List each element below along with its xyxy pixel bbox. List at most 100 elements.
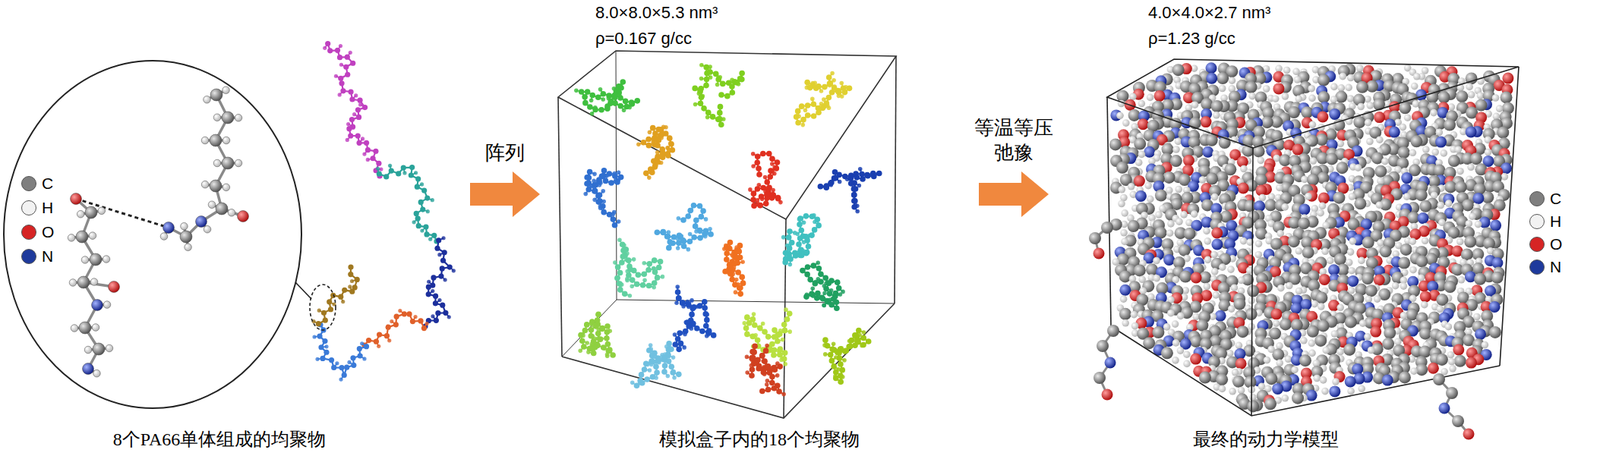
chain-atom [326,299,332,305]
cluster-atom [688,312,695,319]
cluster-atom [760,321,766,327]
cluster-atom [651,350,658,357]
chain-atom [352,112,357,117]
chain-atom [372,148,379,155]
cluster-atom [826,280,833,287]
cluster-atom [589,92,596,99]
cluster-atom [628,293,633,299]
cluster-atom [659,154,666,161]
chain-atom [393,321,399,328]
atom [1404,113,1412,122]
cluster-atom [703,323,710,330]
cluster-atom [737,75,744,83]
cluster-atom [645,136,652,143]
chain-atom [421,325,427,332]
atom [1398,146,1411,159]
cluster-atom [700,105,707,112]
cluster-atom [810,262,817,269]
atom [1146,94,1155,102]
cluster-atom [614,275,621,282]
atom [1388,126,1401,139]
monomer-molecule [67,86,249,378]
cluster-atom [668,141,675,148]
cluster-atom [811,227,818,234]
atom [1272,82,1285,95]
atom [160,233,168,241]
cluster-atom [766,173,774,180]
cluster-atom [804,249,811,256]
cluster-atom [751,164,756,169]
cluster-atom [692,223,699,230]
cluster-atom [662,362,669,370]
atom [1409,149,1417,158]
cluster-atom [652,130,659,137]
cluster-atom [672,332,678,338]
cluster-atom [672,375,677,381]
chain-atom [409,164,415,171]
cluster-atom [586,104,594,111]
cluster-atom [737,242,744,250]
cluster-atom [631,257,637,262]
cluster-atom [642,277,647,283]
cluster-bond [751,346,780,392]
cluster-atom [846,85,853,92]
atom [1356,64,1364,73]
cluster-atom [830,363,837,370]
atom [237,211,250,223]
cluster-atom [641,261,647,266]
box-hidden-edge [561,50,617,357]
atom [91,299,104,312]
cluster-atom [641,366,648,373]
cluster-atom [574,88,579,93]
cluster-atom [675,289,682,296]
cluster-atom [782,350,789,357]
chain-atom [435,237,442,243]
chain-atom [349,96,355,102]
cluster-atom [751,190,758,197]
cluster-atom [594,317,601,324]
cluster-atom [703,76,711,83]
cluster-atom [636,142,641,148]
cluster-atom [605,92,613,99]
cluster-atom [674,301,679,307]
cluster-atom [823,100,830,107]
atom [1295,95,1304,104]
chain-atom [437,298,442,303]
chain-atom [441,236,445,240]
cluster-atom [609,352,616,359]
cluster-atom [837,179,843,185]
cluster-atom [584,340,590,346]
cluster-bond [725,242,743,295]
atom [1174,138,1183,146]
cluster-atom [675,347,682,354]
cluster-atom [648,343,654,348]
chain-atom [442,310,449,316]
atom [1143,146,1156,158]
chain-atom [423,231,430,237]
cluster-atom [749,366,756,373]
cluster-atom [595,192,602,199]
atom [1440,149,1449,158]
cluster-atom [809,291,816,298]
chain-atom [356,140,362,146]
cluster-atom [651,285,657,291]
cluster-atom [676,216,682,221]
atom [1330,83,1339,92]
cluster-atom [804,264,812,271]
chain-atom [376,344,381,349]
cluster-atom [771,334,778,341]
chain-atom [340,88,346,94]
cluster-atom [859,176,866,183]
cluster-atom [820,105,827,112]
cluster-atom [723,256,730,263]
cluster-atom [665,245,673,252]
atom [1443,119,1456,132]
cluster-atom [697,203,704,210]
chain-atom [363,140,370,146]
atom [1465,83,1474,92]
atom [201,136,209,145]
chain-atom [437,252,442,257]
atom [108,281,120,294]
cluster-atom [605,341,612,348]
cluster-atom [654,142,661,149]
